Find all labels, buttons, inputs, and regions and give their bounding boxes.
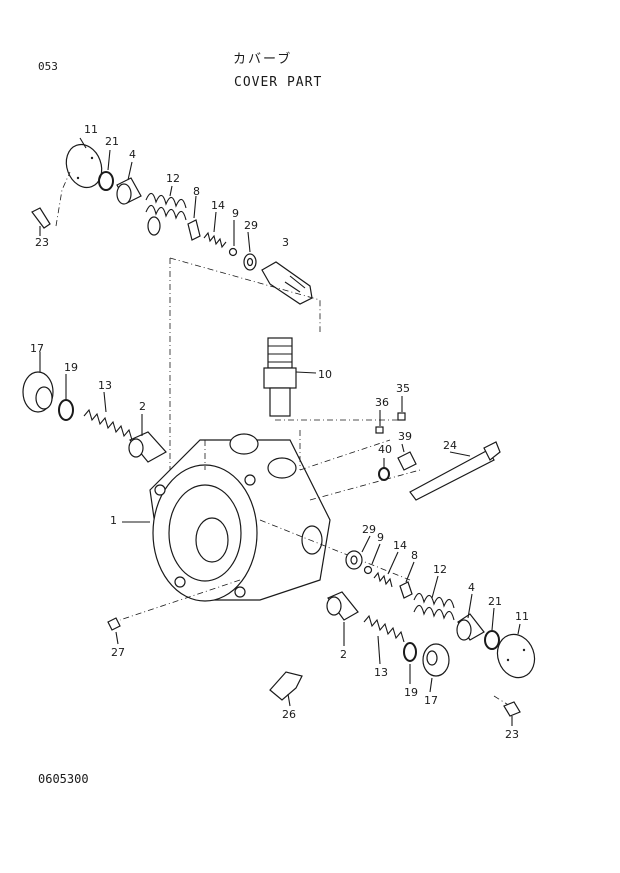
callout-23-lower: 23: [505, 728, 519, 741]
part-11-cover-upper[interactable]: [61, 140, 108, 193]
part-35-plug[interactable]: [397, 412, 406, 421]
callout-19-left: 19: [64, 361, 78, 374]
part-23-bolt-upper[interactable]: [31, 207, 51, 229]
axis-body-right: [299, 439, 421, 501]
title-english: COVER PART: [234, 75, 323, 90]
callout-13-lower: 13: [374, 666, 388, 679]
callout-36: 36: [375, 396, 389, 409]
callout-2-lower: 2: [340, 648, 347, 661]
callout-10: 10: [318, 368, 332, 381]
callout-labels: 11 21 4 12 8 14 9 29 3 23 10 17 19 13 2 …: [30, 123, 529, 741]
part-9-ball-upper[interactable]: [228, 247, 238, 257]
part-26-bolt[interactable]: [269, 671, 303, 701]
callout-8-upper: 8: [193, 185, 200, 198]
part-10-relief-valve[interactable]: [263, 337, 317, 417]
callout-27: 27: [111, 646, 125, 659]
callout-21-lower: 21: [488, 595, 502, 608]
part-21-oring-upper[interactable]: [98, 171, 114, 191]
callout-17-left: 17: [30, 342, 44, 355]
part-14-spring-small-lower[interactable]: [373, 571, 393, 588]
part-8-plug-lower[interactable]: [399, 581, 413, 599]
callout-29-lower: 29: [362, 523, 376, 536]
drawing-number: 0605300: [38, 772, 89, 786]
callout-12-upper: 12: [166, 172, 180, 185]
callout-11-upper: 11: [84, 123, 98, 136]
callout-13-left: 13: [98, 379, 112, 392]
callout-3: 3: [282, 236, 289, 249]
part-4-sleeve-lower[interactable]: [456, 613, 485, 641]
part-27-pin[interactable]: [107, 617, 121, 631]
callout-35: 35: [396, 382, 410, 395]
part-36-plug[interactable]: [375, 426, 384, 434]
leader-11: [55, 171, 71, 227]
callout-9-lower: 9: [377, 531, 384, 544]
part-29-washer-lower[interactable]: [345, 550, 363, 570]
part-24-long-bolt[interactable]: [409, 441, 501, 501]
leader-lines: [39, 137, 521, 726]
part-13-spring-lower[interactable]: [363, 614, 405, 643]
part-2-spool-left[interactable]: [128, 431, 167, 463]
part-11-cover-lower[interactable]: [492, 629, 541, 683]
title-japanese: カバーブ: [233, 52, 293, 67]
part-17-cap-left[interactable]: [22, 371, 54, 413]
callout-9-upper: 9: [232, 207, 239, 220]
callout-24: 24: [443, 439, 457, 452]
callout-23-upper: 23: [35, 236, 49, 249]
callout-21-upper: 21: [105, 135, 119, 148]
axis-body-top: [204, 419, 400, 470]
page-number: 053: [38, 60, 58, 73]
callout-17-lower: 17: [424, 694, 438, 707]
part-9-ball-lower[interactable]: [363, 565, 373, 575]
callout-40: 40: [378, 443, 392, 456]
callout-1: 1: [110, 514, 117, 527]
part-39-plug[interactable]: [397, 451, 417, 471]
part-19-oring-left[interactable]: [58, 399, 74, 421]
callout-26: 26: [282, 708, 296, 721]
part-14-spring-small-upper[interactable]: [203, 231, 227, 249]
part-12-spring-lower[interactable]: [413, 592, 455, 621]
part-29-washer-upper[interactable]: [243, 253, 257, 271]
part-13-spring-left[interactable]: [83, 408, 133, 441]
part-8-plug-upper[interactable]: [187, 219, 201, 241]
part-3-poppet[interactable]: [261, 261, 313, 305]
axis-body-lower: [119, 519, 411, 621]
part-19-oring-lower[interactable]: [403, 642, 417, 662]
callout-14-lower: 14: [393, 539, 407, 552]
callout-8-lower: 8: [411, 549, 418, 562]
callout-4-upper: 4: [129, 148, 136, 161]
part-23-bolt-lower[interactable]: [503, 701, 521, 717]
callout-4-lower: 4: [468, 581, 475, 594]
callout-11-lower: 11: [515, 610, 529, 623]
part-17-cap-lower[interactable]: [422, 643, 450, 677]
callout-19-lower: 19: [404, 686, 418, 699]
part-4-sleeve-upper[interactable]: [116, 177, 142, 205]
callout-14-upper: 14: [211, 199, 225, 212]
part-40-oring[interactable]: [378, 467, 390, 481]
part-1-valve-body[interactable]: [149, 433, 331, 602]
part-2-spool-lower[interactable]: [326, 591, 359, 621]
part-21-oring-lower[interactable]: [484, 630, 500, 650]
callout-2-left: 2: [139, 400, 146, 413]
callout-12-lower: 12: [433, 563, 447, 576]
callout-39: 39: [398, 430, 412, 443]
part-12-spring-upper[interactable]: [145, 192, 187, 236]
callout-29-upper: 29: [244, 219, 258, 232]
